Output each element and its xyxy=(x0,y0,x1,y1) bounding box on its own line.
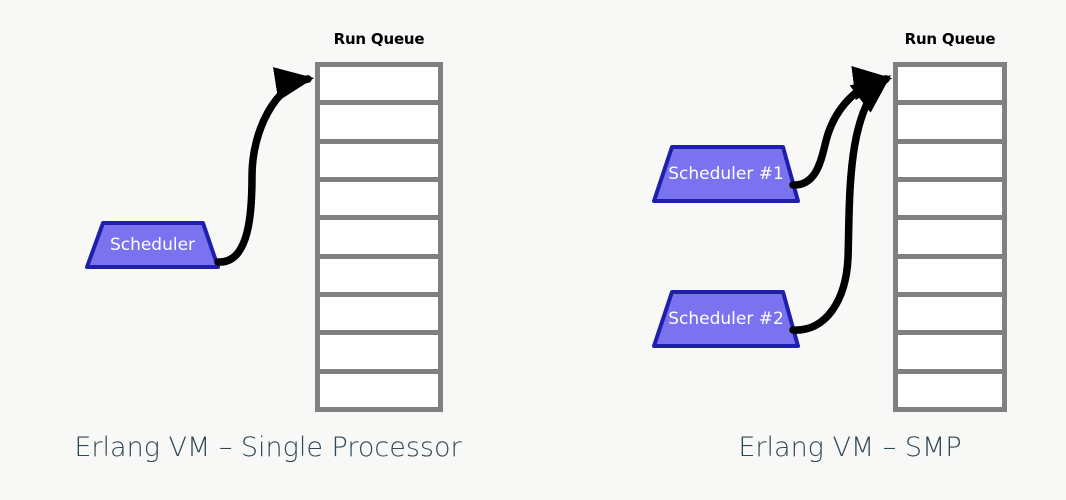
arrow-scheduler1-to-queue xyxy=(789,66,893,189)
run-queue-cell xyxy=(898,296,1002,331)
run-queue-cell xyxy=(898,335,1002,369)
run-queue-cell xyxy=(898,373,1002,407)
run-queue-cell xyxy=(320,373,438,407)
run-queue-label-left: Run Queue xyxy=(333,30,425,48)
arrow-scheduler2-to-queue xyxy=(789,75,891,334)
run-queue-cell xyxy=(320,258,438,292)
run-queue-cell xyxy=(898,105,1002,139)
caption-smp: Erlang VM – SMP xyxy=(738,432,962,463)
run-queue-cell xyxy=(898,181,1002,216)
scheduler-node-2[interactable]: Scheduler #2 xyxy=(652,289,800,349)
run-queue-cell xyxy=(898,258,1002,292)
run-queue-cell xyxy=(320,296,438,331)
run-queue-label-right: Run Queue xyxy=(904,30,996,48)
run-queue-cell xyxy=(898,143,1002,177)
run-queue-right xyxy=(893,62,1007,412)
trapezoid-shape-icon xyxy=(85,221,220,269)
scheduler-node-single[interactable]: Scheduler xyxy=(85,221,220,269)
caption-single-processor: Erlang VM – Single Processor xyxy=(74,432,462,463)
run-queue-cell xyxy=(320,105,438,139)
run-queue-cell xyxy=(320,181,438,216)
run-queue-cell xyxy=(898,220,1002,254)
run-queue-cell xyxy=(320,143,438,177)
run-queue-left xyxy=(315,62,443,412)
run-queue-cell xyxy=(320,335,438,369)
trapezoid-shape-icon xyxy=(652,145,800,203)
run-queue-cell xyxy=(320,67,438,101)
trapezoid-shape-icon xyxy=(652,290,800,348)
scheduler-node-1[interactable]: Scheduler #1 xyxy=(652,144,800,204)
run-queue-cell xyxy=(898,67,1002,101)
run-queue-cell xyxy=(320,220,438,254)
arrow-scheduler-to-queue-single xyxy=(214,67,315,266)
